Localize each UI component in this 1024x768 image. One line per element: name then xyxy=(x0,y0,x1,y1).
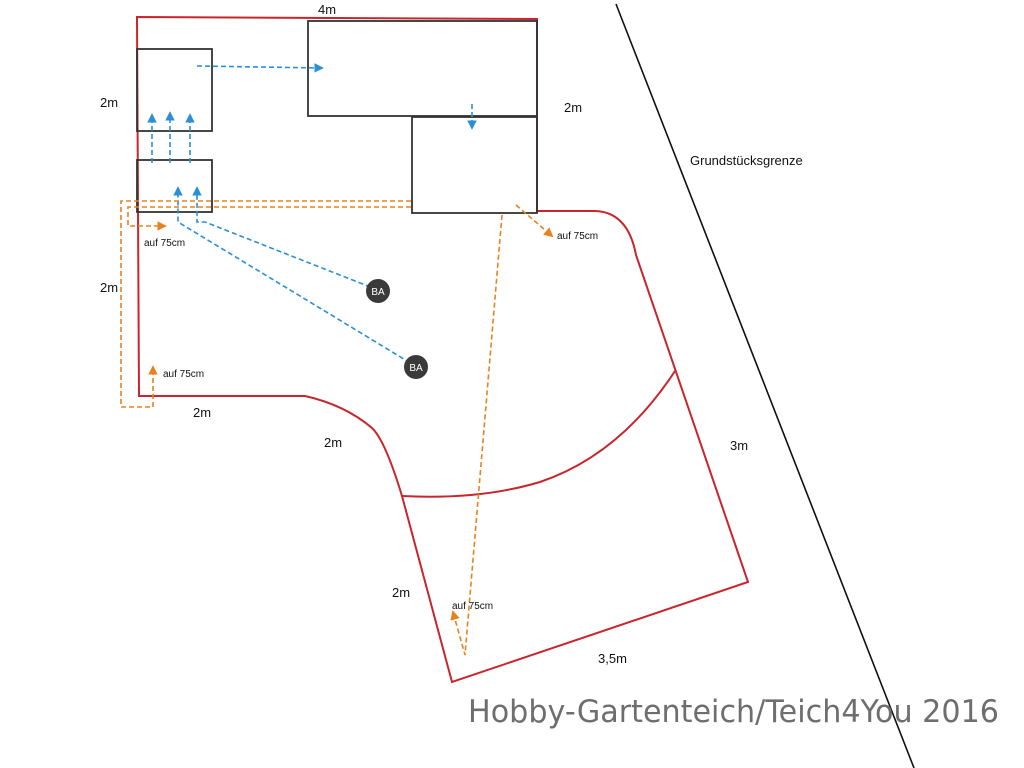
dimension-label: 2m xyxy=(564,100,582,115)
dimension-label: 2m xyxy=(392,585,410,600)
filter-box-bottom-left xyxy=(136,159,213,213)
return-pipe-left xyxy=(120,200,411,408)
drain-pipe-2 xyxy=(173,186,418,368)
filter-box-top-left xyxy=(136,48,213,132)
bottom-drain-1: BA xyxy=(366,279,390,303)
watermark-text: Hobby-Gartenteich/Teich4You 2016 xyxy=(468,694,999,730)
dimension-label: 3m xyxy=(730,438,748,453)
flow-arrow xyxy=(196,63,324,73)
return-pipe-bottom xyxy=(450,214,503,656)
height-label: auf 75cm xyxy=(163,369,204,380)
dimension-label: 2m xyxy=(100,280,118,295)
boundary-label: Grundstücksgrenze xyxy=(690,153,803,168)
pond-outline xyxy=(135,15,750,684)
dimension-label: 4m xyxy=(318,2,336,17)
height-label: auf 75cm xyxy=(144,238,185,249)
bottom-drain-label: BA xyxy=(371,287,385,298)
filter-box-right xyxy=(411,116,538,214)
return-pipe-right xyxy=(515,204,554,238)
dimension-label: 2m xyxy=(193,405,211,420)
filter-box-large xyxy=(307,20,538,117)
dimension-label: 3,5m xyxy=(598,651,627,666)
height-label: auf 75cm xyxy=(557,231,598,242)
bottom-drain-label: BA xyxy=(409,363,423,374)
bottom-drain-2: BA xyxy=(404,355,428,379)
drain-pipe-1 xyxy=(192,186,379,291)
dimension-label: 2m xyxy=(100,95,118,110)
property-boundary-line xyxy=(615,3,915,768)
return-pipe-top xyxy=(127,206,411,231)
height-label: auf 75cm xyxy=(452,601,493,612)
zone-divider-curve xyxy=(401,370,676,498)
dimension-label: 2m xyxy=(324,435,342,450)
